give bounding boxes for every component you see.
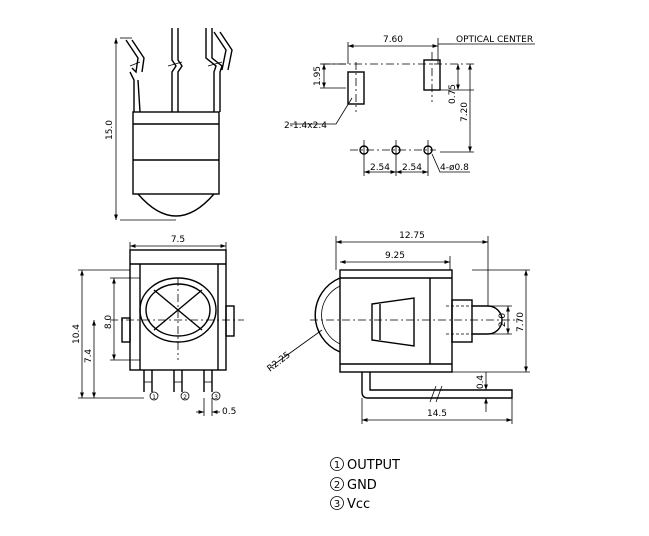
legend-item-vcc: 3 Vcc	[330, 496, 370, 512]
dim-74: 7.4	[84, 349, 94, 364]
dim-pitch-1: 2.54	[370, 163, 390, 173]
dim-760: 7.60	[383, 35, 403, 45]
dim-925: 9.25	[385, 251, 405, 261]
front-pins	[143, 370, 213, 392]
profile-body	[339, 269, 453, 373]
legend-item-gnd: 2 GND	[330, 477, 377, 493]
hole-size-label: 4-ø0.8	[440, 163, 469, 173]
dim-04: 0.4	[476, 375, 486, 390]
pcb-footprint: 7.60 OPTICAL CENTER 1.95 0.75 7.20 2-1.4…	[284, 35, 535, 176]
optical-center-label: OPTICAL CENTER	[456, 35, 533, 45]
side-body	[132, 111, 220, 195]
pad-left	[347, 71, 365, 105]
pin-3-label: 3	[214, 394, 218, 401]
side-lens-dome	[137, 193, 215, 217]
lead-wires	[125, 28, 233, 113]
dim-075: 0.75	[448, 84, 458, 104]
legend-item-output: 1 OUTPUT	[330, 457, 400, 473]
pin-2-label: 2	[183, 394, 187, 401]
dim-104: 10.4	[72, 324, 82, 344]
dim-05: 0.5	[222, 407, 236, 417]
dim-770: 7.70	[516, 312, 526, 332]
dim-radius: R2.25	[266, 350, 293, 374]
dim-20: 2.0	[498, 313, 508, 328]
dim-195: 1.95	[313, 66, 323, 86]
front-view: 1 2 3 7.5 10.4 8.0 7.4 0.5	[72, 235, 244, 417]
legend-label-output: OUTPUT	[347, 458, 400, 473]
profile-lead	[361, 372, 513, 399]
side-profile: 12.75 9.25 R2.25 2.0 7.70 0.4 14.5	[266, 231, 530, 424]
dim-80: 8.0	[104, 315, 114, 330]
pad-right	[423, 59, 441, 91]
dim-height: 15.0	[105, 120, 115, 140]
through-holes	[359, 140, 433, 160]
profile-led	[472, 305, 503, 335]
pin-1-label: 1	[152, 394, 156, 401]
pad-size-label: 2-1.4x2.4	[284, 121, 327, 131]
side-view-with-leads: 15.0	[105, 28, 233, 221]
legend-num-2: 2	[334, 480, 340, 491]
dim-1275: 12.75	[399, 231, 425, 241]
profile-lens-dome	[314, 277, 341, 353]
dim-720: 7.20	[460, 102, 470, 122]
legend-num-3: 3	[334, 499, 340, 510]
dim-145: 14.5	[427, 409, 447, 419]
legend-label-gnd: GND	[347, 478, 377, 493]
legend-num-1: 1	[334, 460, 340, 471]
legend-label-vcc: Vcc	[347, 497, 370, 512]
dim-pitch-2: 2.54	[402, 163, 422, 173]
pin-legend: 1 OUTPUT 2 GND 3 Vcc	[330, 457, 400, 512]
dim-width: 7.5	[171, 235, 185, 245]
